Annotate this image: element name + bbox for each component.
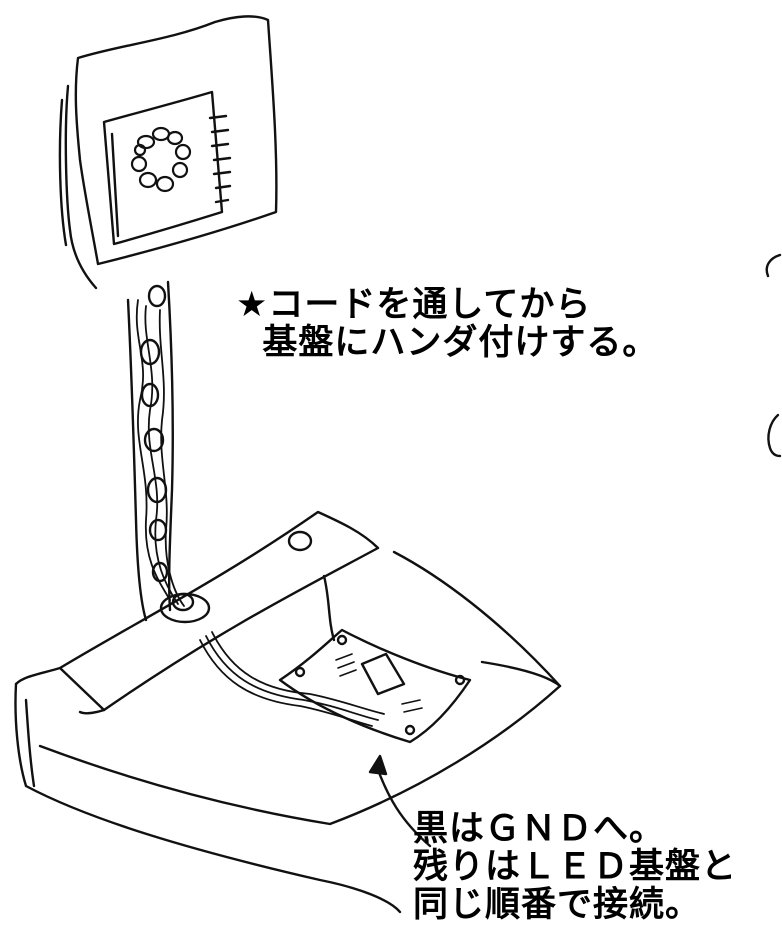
annotation-line: ★コードを通してから bbox=[236, 285, 592, 325]
pointer-arrow bbox=[368, 754, 432, 848]
annotation-solder-note: ★コードを通してから 基盤にハンダ付けする。 bbox=[236, 286, 658, 362]
wire-bundle bbox=[199, 631, 385, 727]
annotation-wiring-note: 黒はＧＮＤへ。 残りはＬＥＤ基盤と 同じ順番で接続。 bbox=[413, 810, 737, 924]
annotation-line: 黒はＧＮＤへ。 bbox=[413, 809, 666, 849]
vertical-arm bbox=[126, 280, 185, 622]
led-ring bbox=[130, 126, 192, 193]
crossbar bbox=[58, 510, 380, 715]
stray-strokes bbox=[765, 253, 782, 458]
circuit-board bbox=[278, 628, 472, 744]
base-plate bbox=[14, 550, 562, 914]
led-panel bbox=[58, 15, 278, 290]
annotation-line: 基盤にハンダ付けする。 bbox=[236, 323, 659, 363]
annotation-line: 残りはＬＥＤ基盤と bbox=[413, 847, 738, 887]
annotation-line: 同じ順番で接続。 bbox=[413, 885, 702, 925]
